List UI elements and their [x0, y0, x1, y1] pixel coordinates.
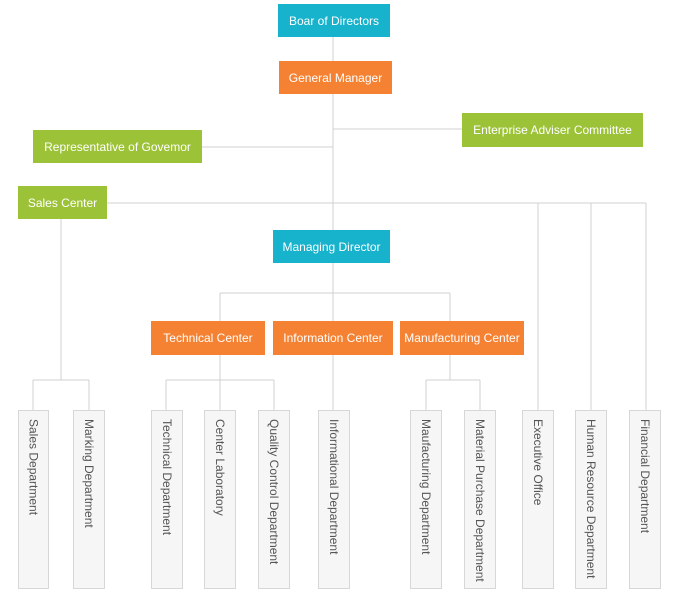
department-box-executive-office: Executive Office — [522, 410, 554, 589]
department-label: Human Resource Department — [584, 419, 598, 579]
board-of-directors-node: Boar of Directors — [278, 4, 390, 37]
manufacturing-center-node: Manufacturing Center — [400, 321, 524, 355]
technical-center-node: Technical Center — [151, 321, 265, 355]
department-label: Center Laboratory — [213, 419, 227, 516]
department-box-technical: Technical Department — [151, 410, 183, 589]
department-box-manufacturing: Maufacturing Department — [410, 410, 442, 589]
department-label: Financial Department — [638, 419, 652, 534]
department-box-material-purchase: Material Purchase Department — [464, 410, 496, 589]
department-box-marking: Marking Department — [73, 410, 105, 589]
department-label: Executive Office — [531, 419, 545, 506]
department-box-laboratory: Center Laboratory — [204, 410, 236, 589]
department-label: Quality Control Department — [267, 419, 281, 565]
department-box-informational: Informational Department — [318, 410, 350, 589]
representative-node: Representative of Govemor — [33, 130, 202, 163]
adviser-committee-node: Enterprise Adviser Committee — [462, 113, 643, 147]
department-label: Informational Department — [327, 419, 341, 555]
general-manager-node: General Manager — [279, 61, 392, 94]
information-center-node: Information Center — [273, 321, 393, 355]
department-box-human-resource: Human Resource Department — [575, 410, 607, 589]
department-label: Sales Department — [26, 419, 41, 516]
department-label: Technical Department — [160, 419, 174, 536]
sales-center-node: Sales Center — [18, 186, 107, 219]
department-box-financial: Financial Department — [629, 410, 661, 589]
managing-director-node: Managing Director — [273, 230, 390, 263]
department-label: Marking Department — [82, 419, 96, 528]
department-label: Material Purchase Department — [473, 419, 487, 582]
department-label: Maufacturing Department — [419, 419, 433, 555]
department-box-quality-control: Quality Control Department — [258, 410, 290, 589]
department-box-sales: Sales Department — [18, 410, 49, 589]
